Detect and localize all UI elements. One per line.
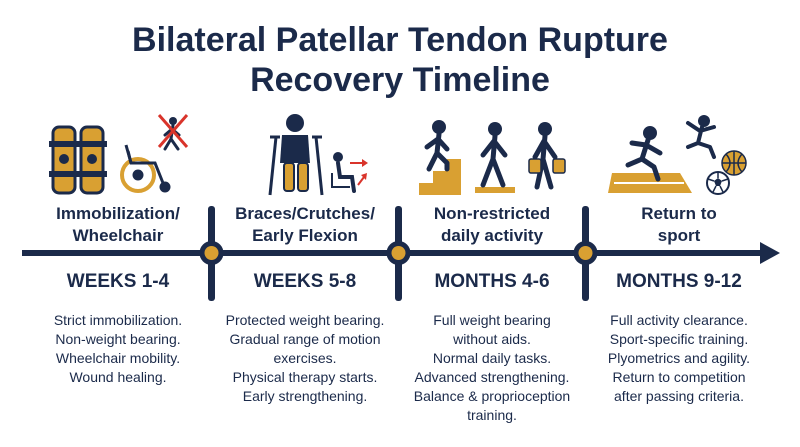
phase-4-name-line-2: sport [657, 226, 701, 245]
knee-braces-icon [49, 125, 107, 195]
phase-3-icons [419, 120, 566, 195]
phase-1-name-line-1: Immobilization/ [56, 204, 180, 223]
phase-2-icons [268, 114, 368, 196]
phase-3-desc-line-2: without aids. [453, 331, 531, 347]
phase-2-desc-line-1: Protected weight bearing. [225, 312, 385, 328]
crutches-person-icon [268, 114, 324, 196]
phase-3-desc-line-6: training. [467, 407, 517, 423]
shopping-person-icon [528, 122, 566, 190]
phase-1-name-line-2: Wheelchair [72, 226, 164, 245]
knee-flexion-icon [331, 152, 368, 193]
phase-1-icons [49, 114, 189, 195]
phase-4-desc-line-3: Plyometrics and agility. [607, 350, 751, 366]
timeline-arrowhead [760, 242, 780, 264]
phase-1-desc-line-1: Strict immobilization. [53, 312, 183, 328]
phase-3-description: Full weight bearing without aids. Normal… [397, 311, 587, 425]
walking-person-icon [475, 122, 515, 193]
phase-3-name-line-1: Non-restricted [433, 204, 551, 223]
phase-2-desc-line-5: Early strengthening. [242, 388, 368, 404]
phase-3-name-line-2: daily activity [440, 226, 544, 245]
phase-1-name: Immobilization/ Wheelchair [23, 203, 213, 247]
phase-4-icons [608, 115, 747, 195]
phase-4-name: Return to sport [584, 203, 774, 247]
wheelchair-icon [120, 144, 171, 193]
phase-1-desc-line-2: Non-weight bearing. [55, 331, 181, 347]
phase-3-name: Non-restricted daily activity [397, 203, 587, 247]
phase-1-desc-line-3: Wheelchair mobility. [55, 350, 181, 366]
basketball-icon [721, 150, 747, 176]
phase-4-name-line-1: Return to [641, 204, 717, 223]
title-line-2: Recovery Timeline [250, 61, 550, 99]
phase-2-desc-line-3: exercises. [273, 350, 337, 366]
stairs-climbing-icon [419, 120, 461, 195]
no-walking-icon [157, 114, 189, 151]
page-title: Bilateral Patellar Tendon Rupture Recove… [0, 20, 800, 100]
phase-1-desc-line-4: Wound healing. [69, 369, 167, 385]
phase-3-desc-line-5: Balance & proprioception [413, 388, 571, 404]
phase-4-period: MONTHS 9-12 [616, 271, 742, 292]
phase-3-period: MONTHS 4-6 [434, 271, 550, 292]
phase-3-desc-line-3: Normal daily tasks. [432, 350, 552, 366]
timeline-marker-1 [199, 206, 224, 301]
phase-2-description: Protected weight bearing. Gradual range … [210, 311, 400, 406]
running-track-icon [608, 126, 692, 193]
timeline-marker-3 [573, 206, 598, 301]
title-line-1: Bilateral Patellar Tendon Rupture [132, 21, 668, 59]
phase-1-period: WEEKS 1-4 [66, 271, 170, 292]
phase-2-desc-line-4: Physical therapy starts. [232, 369, 378, 385]
phase-2-name-line-1: Braces/Crutches/ [235, 204, 375, 223]
phase-4-desc-line-2: Sport-specific training. [609, 331, 749, 347]
phase-2-name: Braces/Crutches/ Early Flexion [210, 203, 400, 247]
phase-2-desc-line-2: Gradual range of motion [229, 331, 381, 347]
soccer-ball-icon [706, 171, 730, 195]
phase-4-desc-line-1: Full activity clearance. [610, 312, 748, 328]
phase-4-desc-line-5: after passing criteria. [614, 388, 744, 404]
phase-3-desc-line-4: Advanced strengthening. [414, 369, 570, 385]
timeline-marker-2 [386, 206, 411, 301]
jumping-athlete-icon [686, 115, 716, 159]
phase-3-desc-line-1: Full weight bearing [433, 312, 551, 328]
phase-4-description: Full activity clearance. Sport-specific … [584, 311, 774, 406]
phase-2-period: WEEKS 5-8 [253, 271, 357, 292]
phase-4-desc-line-4: Return to competition [612, 369, 746, 385]
phase-1-description: Strict immobilization. Non-weight bearin… [23, 311, 213, 387]
phase-2-name-line-2: Early Flexion [252, 226, 358, 245]
